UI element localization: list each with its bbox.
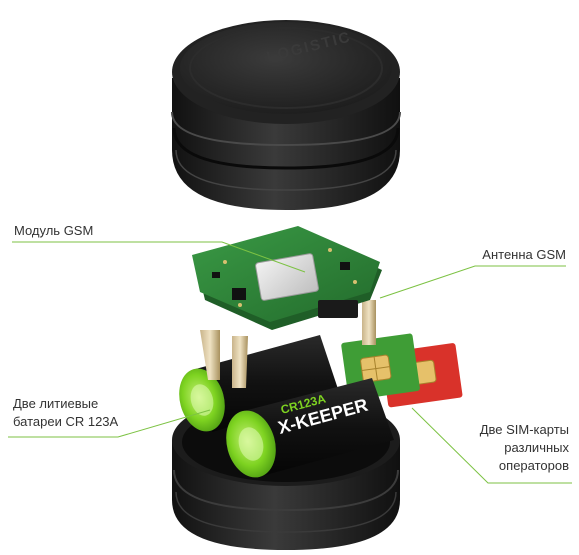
- gsm-pcb: [192, 226, 382, 388]
- label-sim-cards-line2: различных: [504, 440, 569, 455]
- label-batteries-line1: Две литиевые: [13, 396, 99, 411]
- label-batteries: Две литиевые батареи CR 123A: [13, 395, 118, 431]
- leader-sim-cards: [411, 407, 572, 484]
- leader-gsm-antenna: [379, 265, 566, 299]
- label-sim-cards: Две SIM-карты различных операторов: [480, 421, 569, 475]
- label-sim-cards-line3: операторов: [498, 458, 569, 473]
- label-sim-cards-line1: Две SIM-карты: [479, 422, 569, 437]
- gsm-chip: [255, 253, 319, 301]
- battery-front: X-KEEPER CR123A: [226, 378, 394, 478]
- leader-gsm-module: [12, 241, 306, 273]
- leader-batteries: [8, 409, 211, 438]
- callout-leader-lines: [8, 241, 572, 484]
- label-batteries-line2: батареи CR 123A: [13, 414, 119, 429]
- top-lid: LOGISTIC: [171, 20, 401, 210]
- label-gsm-antenna: Антенна GSM: [482, 247, 566, 262]
- label-gsm-module: Модуль GSM: [14, 223, 94, 238]
